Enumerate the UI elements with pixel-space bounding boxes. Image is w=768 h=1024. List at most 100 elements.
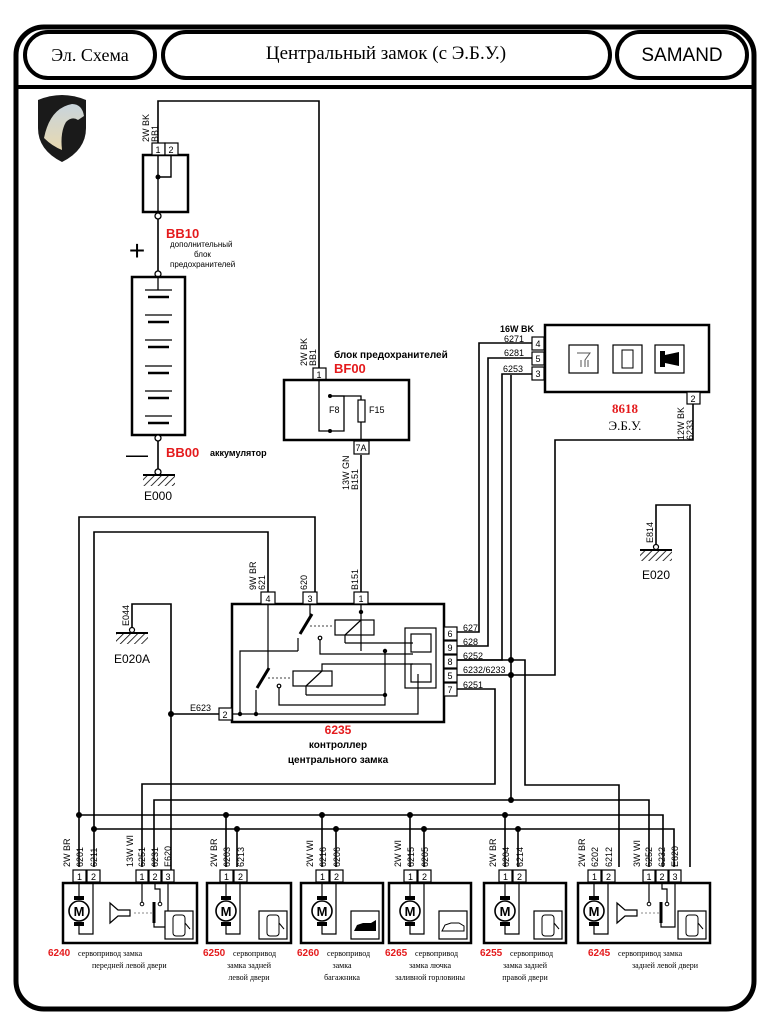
- connector-pin: [72, 869, 87, 883]
- wire-label: 6271: [504, 334, 524, 344]
- component-desc: Э.Б.У.: [609, 418, 642, 433]
- connector-pin: [403, 869, 418, 883]
- pin-label: 2: [422, 872, 427, 882]
- component-code: 6265: [385, 948, 408, 959]
- pin-label: 1: [320, 872, 325, 882]
- wire-label: E623: [190, 703, 211, 713]
- component-desc: дополнительный: [170, 240, 233, 249]
- ground-e020a: E044 E020A: [114, 605, 150, 666]
- component-desc: сервопривод замка: [618, 949, 683, 958]
- wire-label: 6251: [137, 847, 147, 867]
- connector-pin: [315, 869, 330, 883]
- component-desc: блок: [194, 250, 211, 259]
- wire-label: E620: [163, 846, 173, 867]
- pin-label: 1: [358, 594, 363, 604]
- car-front-left-door-icon: [164, 910, 194, 940]
- component-desc: правой двери: [502, 973, 548, 982]
- connector-pin: [601, 869, 616, 883]
- pin-label: 2: [690, 394, 695, 404]
- connector-label: 2W BR: [577, 838, 587, 867]
- connector-label: 3W WI: [632, 840, 642, 867]
- component-desc: сервопривод замка: [78, 949, 143, 958]
- key-lock-icon: [616, 901, 638, 925]
- wire-label: 627: [463, 623, 478, 633]
- ground-label: E020: [642, 568, 670, 582]
- connector-pin: [417, 869, 432, 883]
- component-desc: задней левой двери: [632, 961, 699, 970]
- motor-label: M: [74, 904, 85, 919]
- pin-label: 3: [307, 594, 312, 604]
- wire-label: 6203: [222, 847, 232, 867]
- pin-label: 1: [316, 370, 321, 380]
- pin-label: 7: [447, 685, 452, 695]
- component-desc: заливной горловины: [395, 973, 466, 982]
- component-code: 6260: [297, 948, 320, 959]
- wires: [78, 100, 694, 877]
- wire-label: 6231: [150, 847, 160, 867]
- wire-label: 6251: [463, 680, 483, 690]
- connector-pin: [512, 869, 527, 883]
- component-desc: замка задней: [503, 961, 548, 970]
- minus-sign: —: [126, 442, 148, 467]
- wire-label: 6202: [590, 847, 600, 867]
- wire-label: 6232/6233: [463, 665, 506, 675]
- controller-6235: 4 3 1 9W BR 621 620 B151 2 E623 6 9 8 5 …: [190, 561, 506, 766]
- page-title: Центральный замок (с Э.Б.У.): [266, 43, 506, 64]
- header-title-badge: Центральный замок (с Э.Б.У.): [161, 30, 612, 80]
- wire-label: 620: [299, 575, 309, 590]
- motor-label: M: [405, 904, 416, 919]
- wire-label: 6211: [89, 848, 99, 867]
- horse-head-shield-icon: [38, 95, 86, 162]
- motor-label: M: [589, 904, 600, 919]
- wire-label: BB1: [150, 125, 160, 142]
- wire-label: E620: [670, 846, 680, 867]
- connector-pin: [219, 869, 234, 883]
- motor-label: M: [317, 904, 328, 919]
- wire-label: 6233: [685, 420, 695, 440]
- pin-label: 3: [672, 872, 677, 882]
- connector-label: 13W WI: [125, 835, 135, 867]
- pin-label: 2: [606, 872, 611, 882]
- connector-label: 2W WI: [305, 840, 315, 867]
- connector-label: 2W BR: [209, 838, 219, 867]
- wire-label: 6252: [463, 651, 483, 661]
- wire-label: 6201: [75, 847, 85, 867]
- component-code: BF00: [334, 361, 366, 376]
- ground-e020: E814 E020: [640, 522, 672, 582]
- pin-label: 2: [222, 710, 227, 720]
- bus-drops: [225, 815, 519, 867]
- component-code: 6255: [480, 948, 503, 959]
- motor-icon: [399, 900, 421, 922]
- junction-dots: [76, 657, 521, 832]
- pin-label: 1: [155, 145, 160, 155]
- wire-label: 6216: [318, 847, 328, 867]
- pin-label: 2: [517, 872, 522, 882]
- connector-pin: [135, 869, 149, 883]
- wire-label: 6212: [604, 847, 614, 867]
- component-code: 6235: [325, 723, 352, 737]
- connector-pin: [655, 869, 669, 883]
- component-desc: багажника: [324, 973, 360, 982]
- component-desc: сервопривод: [233, 949, 276, 958]
- wire-label: 621: [257, 575, 267, 590]
- wire-label: 6281: [504, 348, 524, 358]
- component-code: 8618: [612, 401, 639, 416]
- fuse-f15: F15: [369, 405, 385, 415]
- brand-label: SAMAND: [641, 45, 722, 66]
- motor-icon: [311, 900, 333, 922]
- motor-label: M: [500, 904, 511, 919]
- pin-label: 1: [224, 872, 229, 882]
- wire-label: 6253: [503, 364, 523, 374]
- pin-label: 9: [447, 643, 452, 653]
- fuse-f8: F8: [329, 405, 340, 415]
- key-lock-icon: [109, 901, 131, 925]
- wire-label: B151: [350, 569, 360, 590]
- connector-pin: [148, 869, 162, 883]
- wire-label: E814: [645, 522, 655, 543]
- component-desc: передней левой двери: [92, 961, 167, 970]
